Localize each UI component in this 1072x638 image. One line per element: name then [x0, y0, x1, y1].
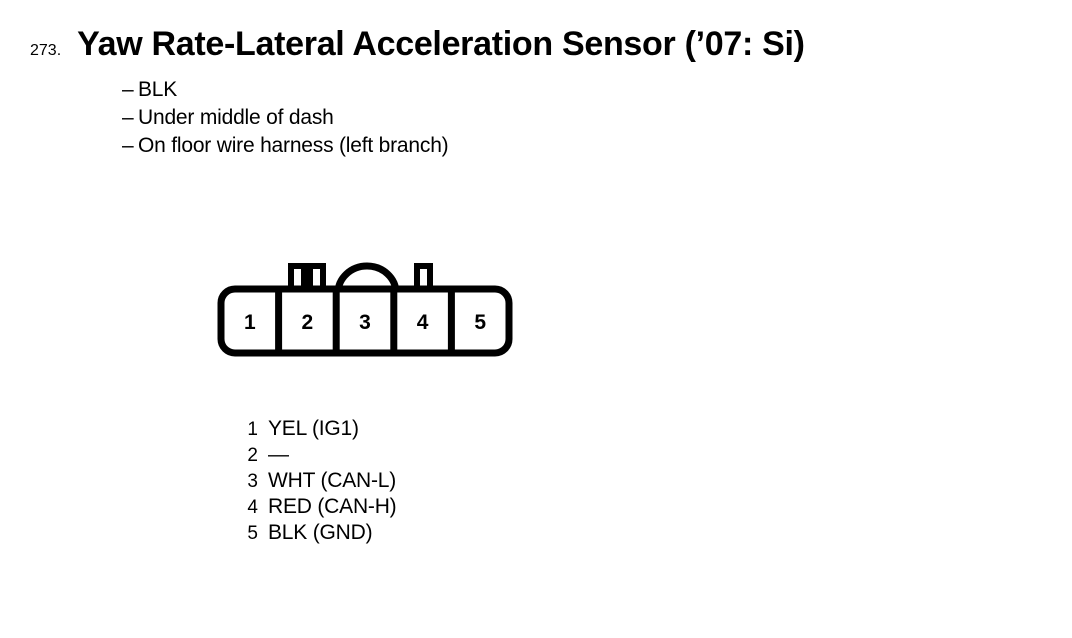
- note-dash-icon: –: [122, 106, 134, 129]
- cavity-number-1: 1: [244, 311, 256, 334]
- note-item: – Under middle of dash: [122, 106, 448, 134]
- title-text: Yaw Rate-Lateral Acceleration Sensor (’0…: [77, 25, 805, 63]
- connector-shell: [217, 285, 513, 357]
- pin-legend: 1 YEL (IG1) 2 — 3 WHT (CAN-L) 4 RED (CAN…: [243, 417, 396, 547]
- note-dash-icon: –: [122, 78, 134, 101]
- cavity-number-3: 3: [359, 311, 371, 334]
- pin-row: 3 WHT (CAN-L): [243, 469, 396, 495]
- pin-number: 4: [247, 497, 258, 518]
- page-title: 273. Yaw Rate-Lateral Acceleration Senso…: [30, 25, 805, 64]
- pin-label: RED (CAN-H): [268, 495, 397, 518]
- pin-row: 5 BLK (GND): [243, 521, 396, 547]
- pin-row: 2 —: [243, 443, 396, 469]
- pin-label: BLK (GND): [268, 521, 373, 544]
- pin-number: 3: [247, 471, 258, 492]
- note-dash-icon: –: [122, 134, 134, 157]
- connector-drawing: 1 2 3 4 5: [217, 262, 513, 357]
- pin-label: WHT (CAN-L): [268, 469, 397, 492]
- pin-number: 1: [247, 419, 258, 440]
- note-label: Under middle of dash: [138, 106, 334, 129]
- note-label: On floor wire harness (left branch): [138, 134, 449, 157]
- pin-row: 4 RED (CAN-H): [243, 495, 396, 521]
- connector-diagram: 1 2 3 4 5: [215, 252, 525, 362]
- notes-list: – BLK – Under middle of dash – On floor …: [122, 78, 449, 162]
- title-number: 273.: [30, 42, 62, 59]
- pin-label: YEL (IG1): [268, 417, 359, 440]
- cavity-number-5: 5: [474, 311, 486, 334]
- pin-label: —: [268, 443, 289, 466]
- cavity-number-4: 4: [417, 311, 429, 334]
- pin-number: 2: [247, 445, 258, 466]
- connector-arch-icon: [334, 262, 400, 294]
- note-item: – BLK: [122, 78, 448, 106]
- cavity-number-2: 2: [302, 311, 314, 334]
- note-item: – On floor wire harness (left branch): [122, 134, 449, 162]
- note-label: BLK: [138, 78, 178, 101]
- pin-number: 5: [247, 523, 258, 544]
- pin-row: 1 YEL (IG1): [243, 417, 396, 443]
